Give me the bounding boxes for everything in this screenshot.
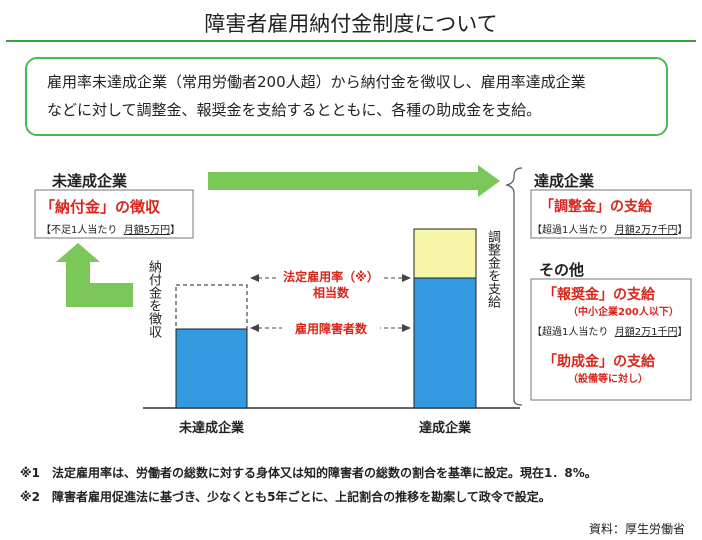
summary-line-1: 雇用率未達成企業（常用労働者200人超）から納付金を徴収し、雇用率達成企業 <box>47 73 586 91</box>
bar-unachieved-employed <box>175 328 248 409</box>
summary-box: 雇用率未達成企業（常用労働者200人超）から納付金を徴収し、雇用率達成企業 など… <box>25 57 668 136</box>
right-adjust-box <box>530 189 692 239</box>
adjust-vertical-label: 調整金を支給 <box>485 230 500 308</box>
bar-unachieved-shortfall <box>175 284 248 330</box>
reward-sub: （中小企業200人以下） <box>568 307 679 318</box>
title-bar: 障害者雇用納付金制度について <box>6 2 696 42</box>
reward-title: 「報奨金」の支給 <box>543 287 655 303</box>
category-achieved: 達成企業 <box>418 421 471 436</box>
grant-title: 「助成金」の支給 <box>543 354 655 370</box>
footnote-1: ※1 法定雇用率は、労働者の総数に対する身体又は知的障害者の総数の割合を基準に設… <box>20 466 597 480</box>
reward-note: 【超過1人当たり 月額2万1千円】 <box>532 327 688 338</box>
summary-line-2: などに対して調整金、報奨金を支給するとともに、各種の助成金を支給。 <box>47 101 542 119</box>
unachieved-heading: 未達成企業 <box>52 172 128 190</box>
left-collect-box <box>34 189 194 239</box>
achieved-heading: 達成企業 <box>534 172 595 190</box>
page-title: 障害者雇用納付金制度について <box>204 12 498 36</box>
category-unachieved: 未達成企業 <box>178 421 244 436</box>
collect-title: 「納付金」の徴収 <box>40 198 161 216</box>
grant-sub: （設備等に対し） <box>568 374 648 385</box>
right-brace <box>504 167 523 406</box>
bar-achieved-surplus <box>413 228 477 279</box>
employed-label: 雇用障害者数 <box>282 320 380 337</box>
statutory-label: 法定雇用率（※） 相当数 <box>278 269 384 301</box>
adjust-note: 【超過1人当たり 月額2万7千円】 <box>532 225 688 236</box>
bar-achieved-employed <box>413 277 477 409</box>
source-label: 資料：厚生労働省 <box>589 522 686 536</box>
footnote-2: ※2 障害者雇用促進法に基づき、少なくとも5年ごとに、上記割合の推移を勘案して政… <box>20 490 551 504</box>
collect-return-arrow <box>56 243 133 307</box>
collect-note: 【不足1人当たり 月額5万円】 <box>41 225 181 236</box>
right-other-box <box>530 278 692 401</box>
adjust-title: 「調整金」の支給 <box>540 199 652 215</box>
flow-arrow-right <box>208 165 500 197</box>
collect-vertical-label: 納付金を徴収 <box>146 260 161 338</box>
other-heading: その他 <box>539 261 585 279</box>
